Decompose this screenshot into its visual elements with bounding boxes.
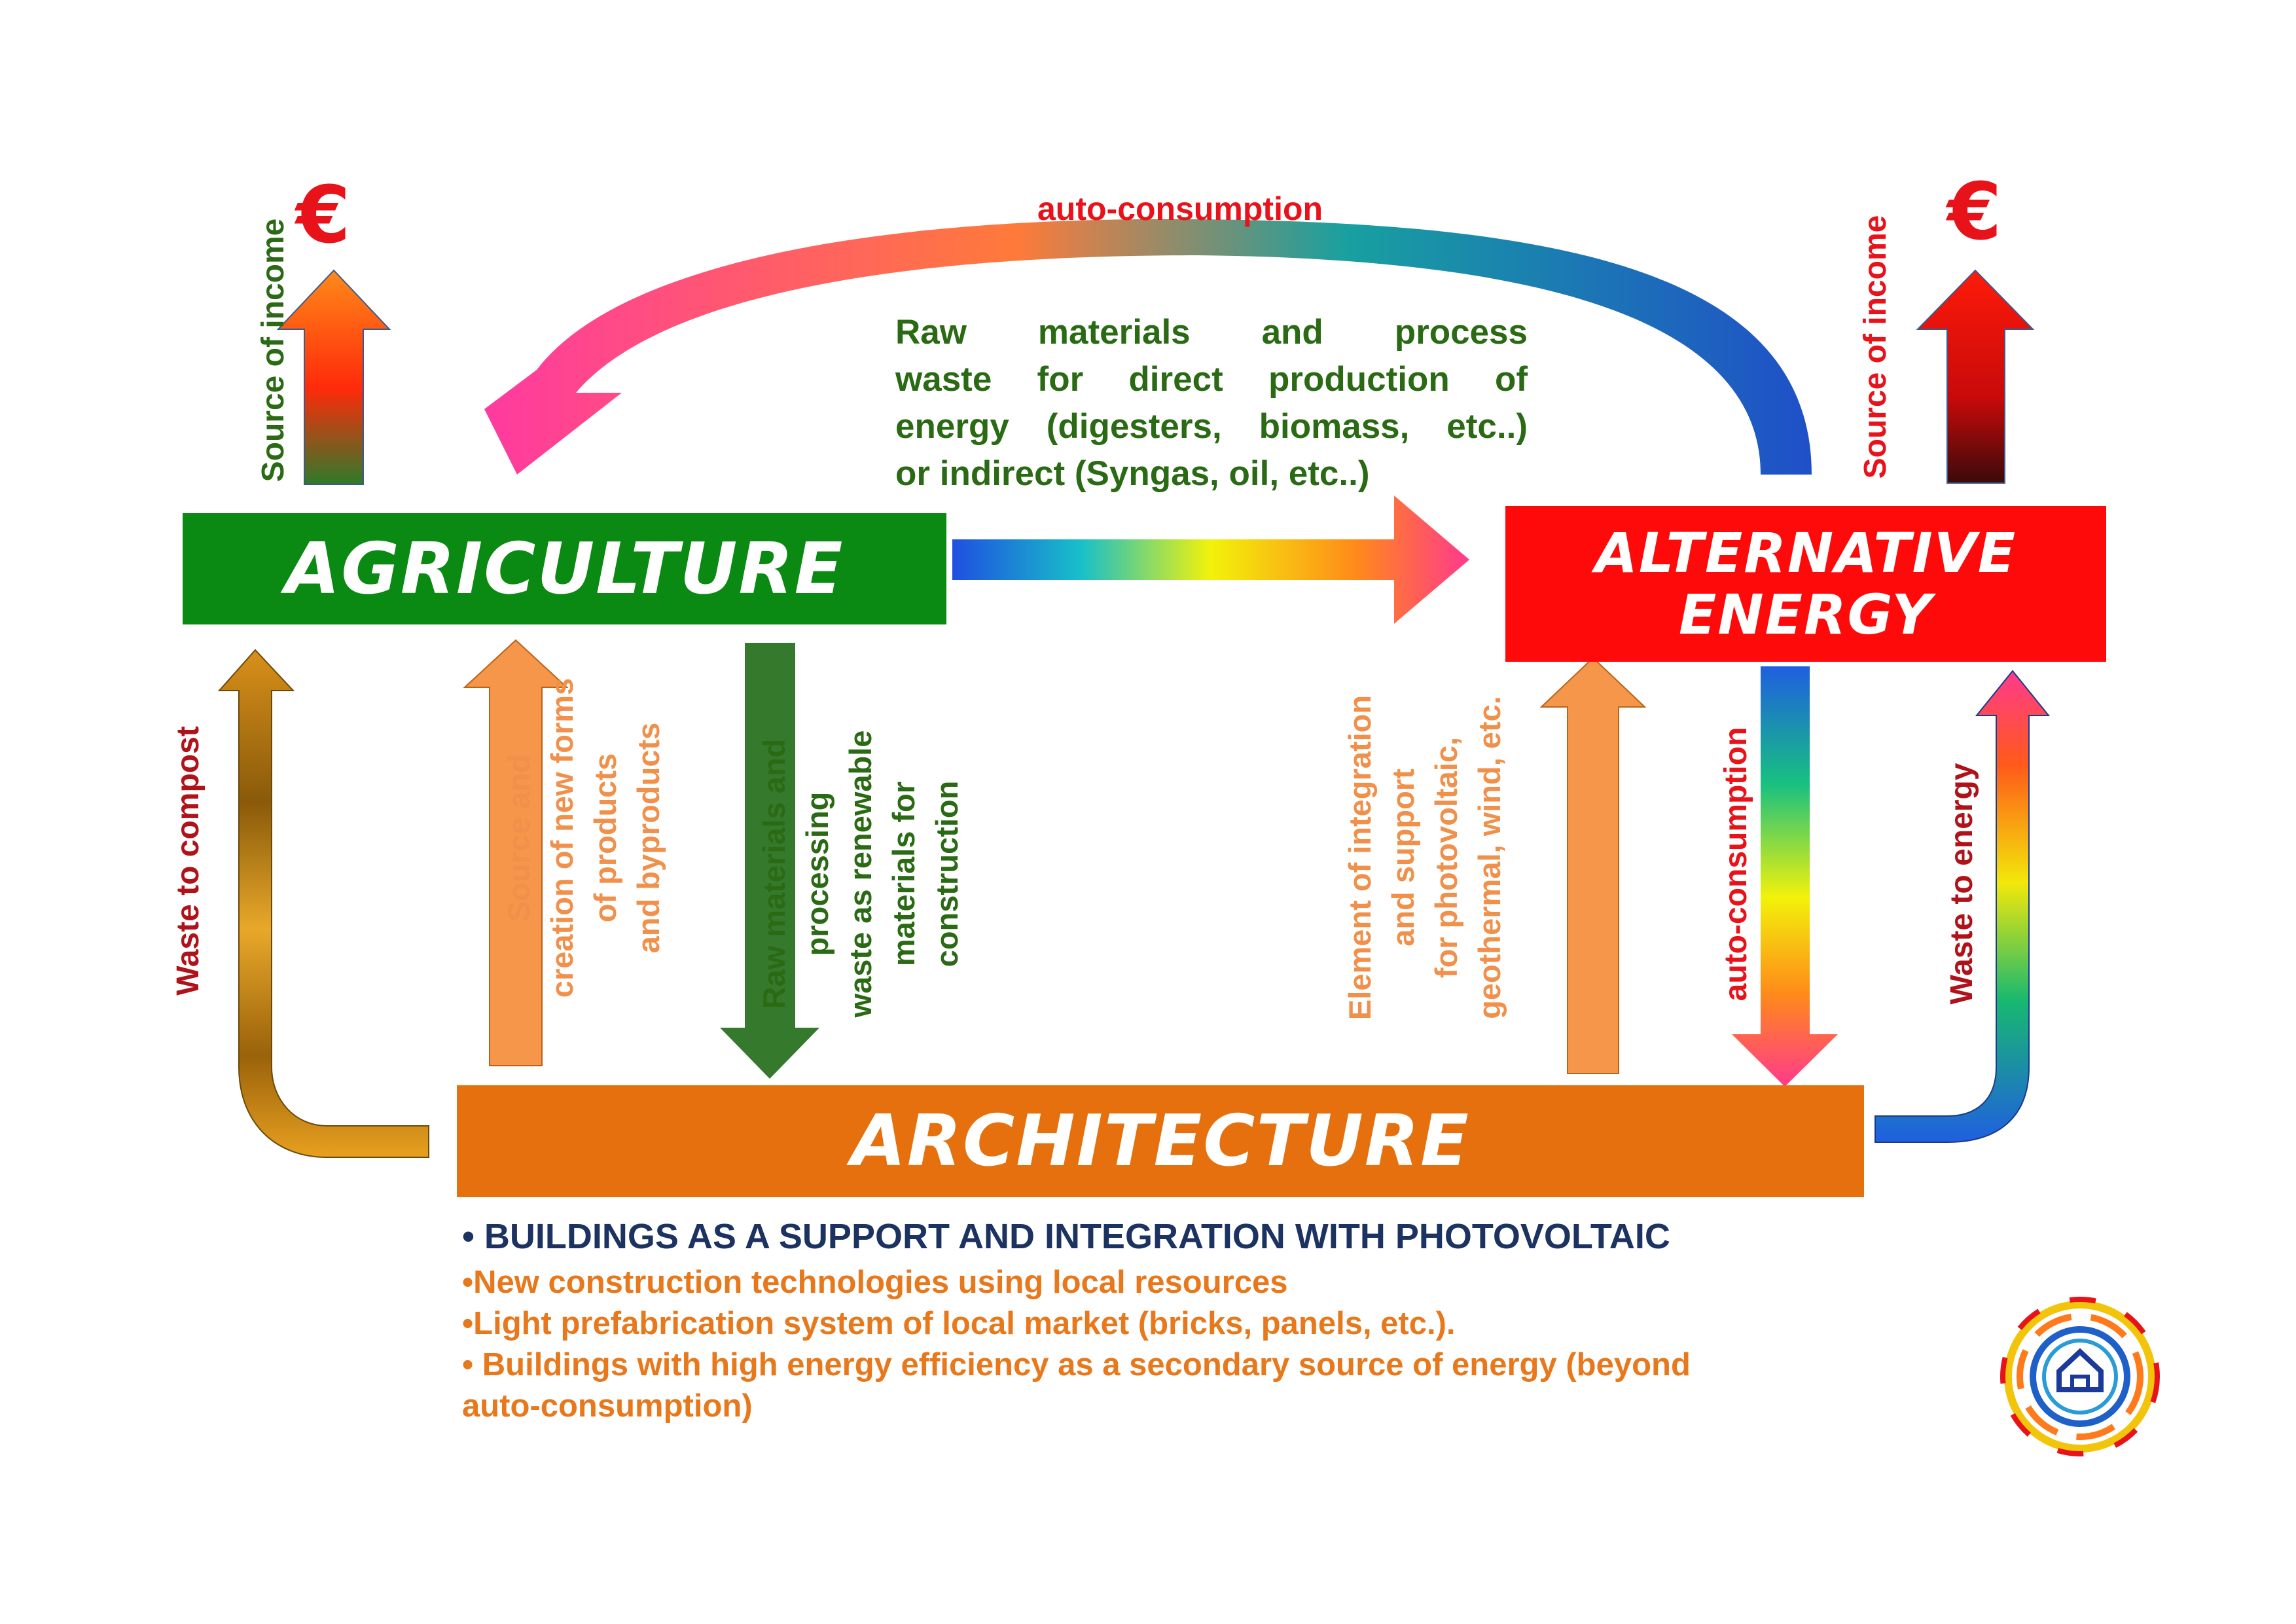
raw-materials-line3: energy (digesters, biomass, etc..) <box>895 407 1528 446</box>
element-integration-line1: Element of integration <box>1342 695 1377 1020</box>
architecture-bullet-list: • BUILDINGS AS A SUPPORT AND INTEGRATION… <box>462 1216 1967 1427</box>
architecture-title: ARCHITECTURE <box>851 1100 1470 1182</box>
auto-consumption-top-label: auto-consumption <box>1037 190 1323 227</box>
architecture-box: ARCHITECTURE <box>457 1085 1864 1197</box>
source-creation-line2: creation of new forms <box>545 677 579 998</box>
element-integration-up-arrow <box>1539 657 1647 1074</box>
euro-right-icon: € <box>1947 167 2002 258</box>
waste-to-compost-arrow <box>217 649 429 1158</box>
raw-materials-construction-line4: materials for <box>886 781 921 967</box>
architecture-list-heading: • BUILDINGS AS A SUPPORT AND INTEGRATION… <box>462 1217 1670 1256</box>
element-integration-label: Element of integration and support for p… <box>1338 681 1528 1034</box>
alternative-energy-title-line1: ALTERNATIVE <box>1594 520 2017 585</box>
architecture-list-item-continued: auto-consumption) <box>462 1388 753 1424</box>
raw-materials-construction-line2: processing <box>800 791 834 956</box>
source-creation-label: Source and creation of new forms of prod… <box>497 668 687 1008</box>
source-of-income-left-label: Source of income <box>256 218 291 482</box>
alternative-energy-box: ALTERNATIVE ENERGY <box>1505 506 2106 662</box>
element-integration-line4: geothermal, wind, etc. <box>1472 696 1507 1019</box>
raw-materials-construction-line1: Raw materials and <box>757 738 791 1009</box>
raw-materials-construction-line3: waste as renewable <box>843 730 878 1018</box>
raw-materials-line1: Raw materials and process <box>895 313 1528 352</box>
architecture-list-item: •Light prefabrication system of local ma… <box>462 1306 1456 1341</box>
raw-materials-construction-label: Raw materials and processing waste as re… <box>753 710 988 1038</box>
raw-materials-line4: or indirect (Syngas, oil, etc..) <box>895 454 1370 493</box>
agriculture-box: AGRICULTURE <box>183 513 946 624</box>
alternative-energy-title-line2: ENERGY <box>1678 583 1933 647</box>
waste-to-energy-arrow <box>1874 670 2051 1143</box>
raw-materials-construction-line5: construction <box>929 780 964 967</box>
waste-to-energy-label: Waste to energy <box>1945 763 1979 1005</box>
source-creation-line4: and byproducts <box>631 722 666 954</box>
raw-materials-energy-text: Raw materials and process waste for dire… <box>895 309 1528 497</box>
source-of-income-right-label: Source of income <box>1858 215 1893 479</box>
agriculture-title: AGRICULTURE <box>285 528 844 610</box>
euro-left-icon: € <box>296 170 351 261</box>
auto-consumption-vertical-label: auto-consumption <box>1719 727 1753 1001</box>
element-integration-line3: for photovoltaic, <box>1429 736 1463 979</box>
circular-house-energy-logo-icon <box>2000 1297 2160 1456</box>
agri-to-energy-arrow <box>952 496 1469 624</box>
element-integration-line2: and support <box>1386 768 1420 947</box>
auto-consumption-arc-arrow <box>484 219 1812 475</box>
raw-materials-line2: waste for direct production of <box>895 360 1528 399</box>
source-of-income-left-arrow <box>276 269 391 485</box>
source-creation-up-arrow <box>463 639 569 1066</box>
raw-materials-down-arrow <box>720 643 819 1079</box>
architecture-list-item: •New construction technologies using loc… <box>462 1265 1288 1300</box>
source-creation-line3: of products <box>588 753 622 923</box>
source-of-income-right-arrow <box>1916 269 2035 484</box>
source-creation-line1: Source and <box>501 754 536 922</box>
auto-consumption-down-arrow <box>1732 666 1838 1087</box>
waste-to-compost-label: Waste to compost <box>171 726 206 996</box>
architecture-list-item: • Buildings with high energy efficiency … <box>462 1347 1691 1382</box>
